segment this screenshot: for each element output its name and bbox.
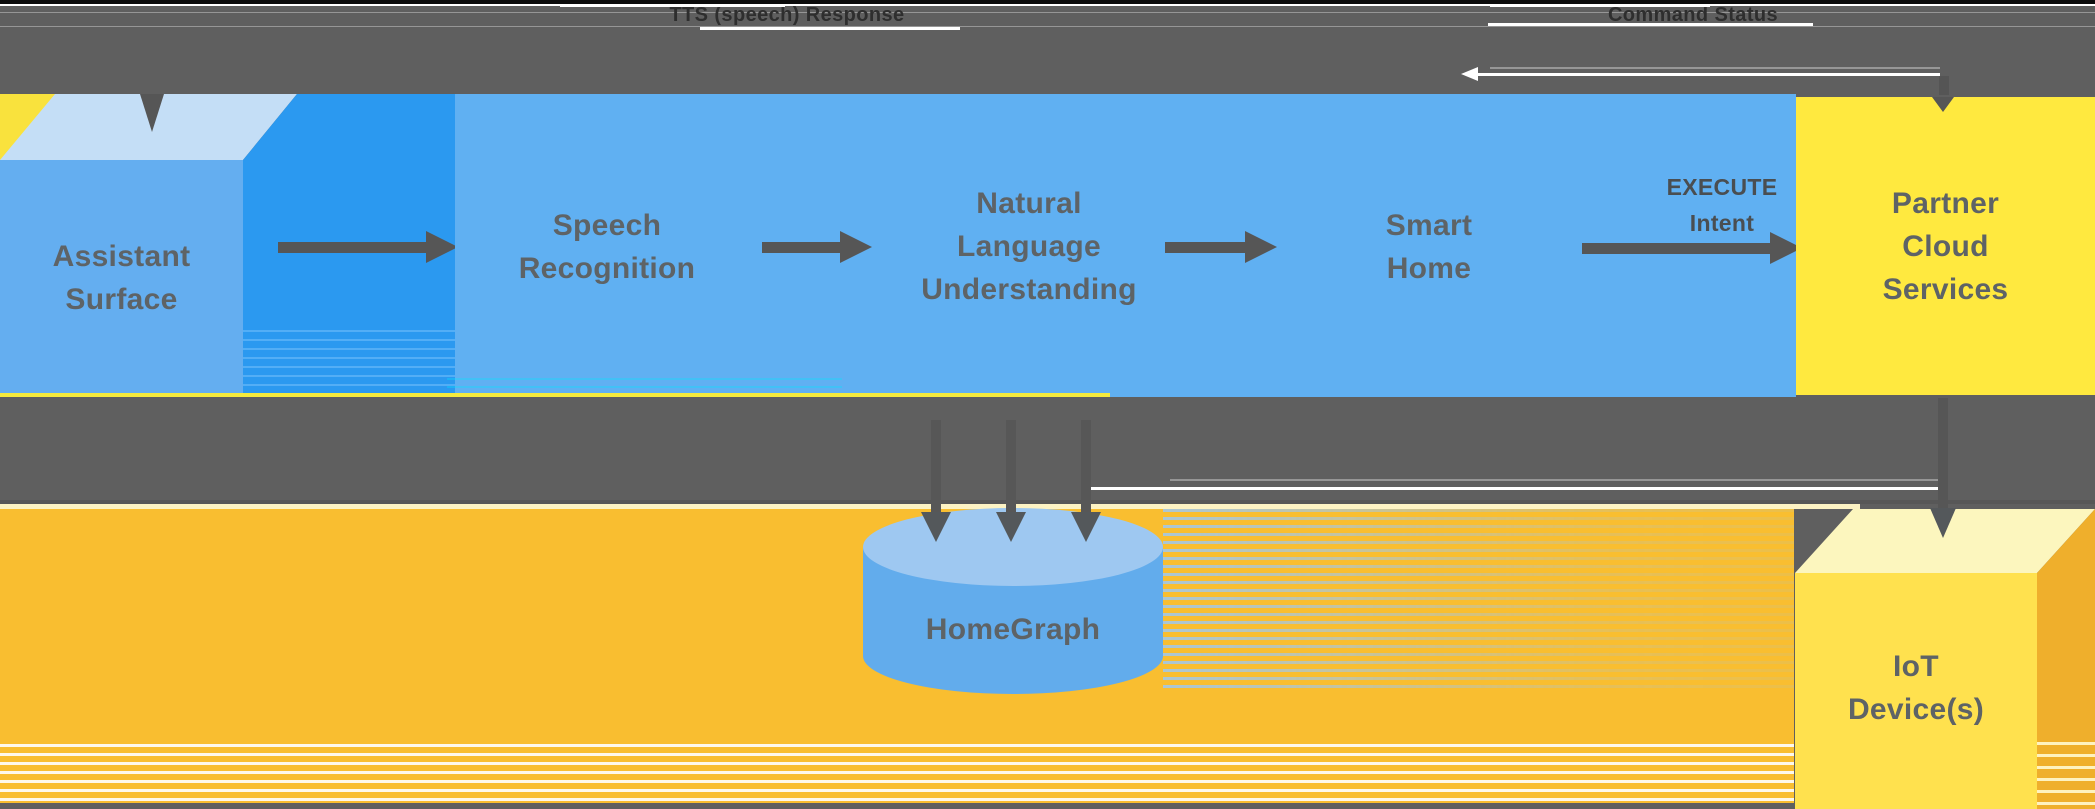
arrow-down-icon [996,512,1026,542]
arrow-right-icon [426,231,458,263]
arrow-assistant-to-speech [278,242,428,253]
arrow-right-icon [1245,231,1277,263]
stretch-artifact-stripes [243,330,455,396]
command-arrow-line-bottom [1488,23,1813,26]
assistant-box-front-face [0,160,243,397]
cream-divider-line [0,504,1860,509]
command-arrow-line-top [1490,5,1710,7]
return-arrow-shaft [1478,73,1940,76]
google-assistant-pipeline [455,94,1796,397]
arrow-nlu-to-smarthome [1165,242,1247,253]
tts-arrow-line-top [560,5,785,7]
arrow-smarthome-to-homegraph [931,420,941,515]
top-arrow-shaft-line [0,4,2095,6]
homegraph-report-faint-line [1170,479,1938,481]
return-arrow-faint-line [1490,67,1940,69]
arrow-smarthome-to-partner [1582,243,1772,254]
arrow-notch-icon [1932,97,1954,112]
middle-gray-band [0,397,2095,507]
node-iot-devices: IoT Device(s) [1847,650,1985,726]
top-faint-line-2 [0,26,2095,27]
bottom-gray-strip [0,803,1794,809]
iot-box-front-face [1795,573,2037,809]
label-execute-intent: EXECUTE Intent [1666,174,1778,236]
arrow-partner-to-iot [1938,398,1948,513]
arrow-notch-icon [140,94,164,132]
node-partner-cloud-box [1796,97,2095,395]
arrow-smarthome-to-homegraph [1081,420,1091,515]
arrow-smarthome-to-homegraph [1006,420,1016,515]
band-bottom-shade [0,500,2095,504]
top-black-strip [0,0,2095,4]
return-arrow-drop [1939,76,1949,95]
yellow-underline-artifact [0,393,1110,397]
cylinder-smear-artifact [1163,509,1794,693]
label-command-status: Command Status [1607,4,1779,26]
node-homegraph-cylinder: HomeGraph [863,508,1163,694]
node-speech-recognition: Speech Recognition [518,209,696,285]
arrow-left-icon [1461,67,1478,81]
stretch-artifact-stripes [2037,742,2095,809]
top-faint-line-1 [0,12,2095,13]
arrow-down-icon [1071,512,1101,542]
top-gray-band [0,0,2095,94]
arrow-down-icon [921,512,951,542]
node-homegraph: HomeGraph [925,613,1101,646]
homegraph-report-line [1090,487,1938,490]
tts-arrow-line-bottom [700,27,960,30]
arrow-down-icon [1930,508,1956,538]
node-assistant-surface: Assistant Surface [52,240,191,316]
label-tts-response: TTS (speech) Response [669,4,905,26]
arrow-right-icon [840,231,872,263]
node-natural-language-understanding: Natural Language Understanding [921,187,1137,306]
stretch-artifact-stripes [0,744,1794,803]
cyan-artifact-lines [447,378,842,396]
node-partner-cloud-services: Partner Cloud Services [1882,187,2009,306]
node-smart-home: Smart Home [1385,209,1473,285]
arrow-speech-to-nlu [762,242,842,253]
